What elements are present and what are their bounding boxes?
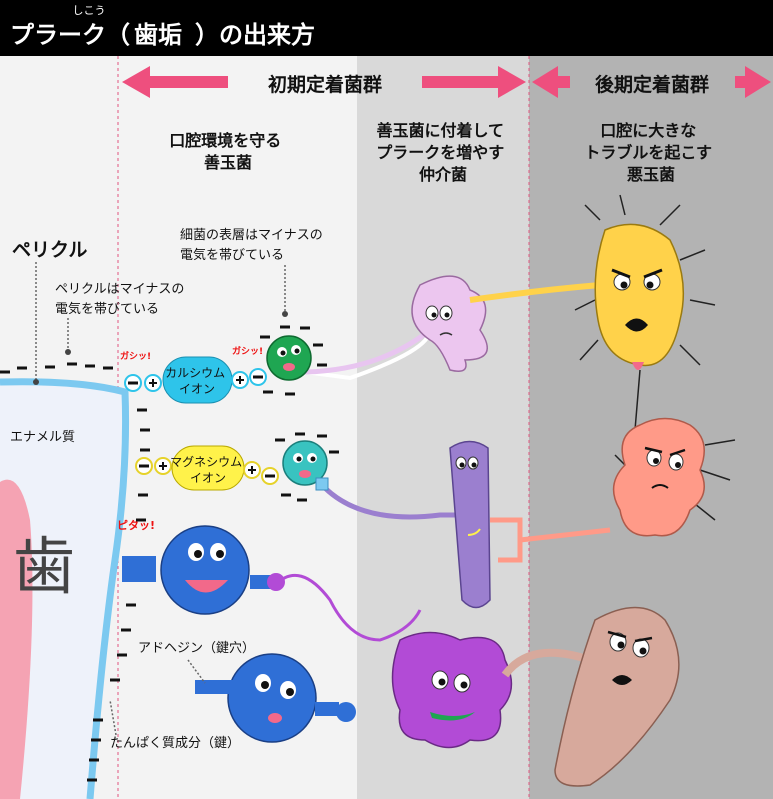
header-bar [0,0,773,56]
pellicle-layer [0,378,130,799]
sfx-gashi-1: ガシッ! [120,350,151,362]
bad-yellow-bacterium [574,194,716,431]
magnesium-ion-label: マグネシウム イオン [170,455,246,485]
adhesin-label: アドヘジン（鍵穴） [138,640,255,656]
tooth-dentin [0,479,33,799]
bad-tan-bacterium [554,606,680,787]
tooth-label: 歯 [13,530,75,603]
pellicle-title: ペリクル [12,239,87,261]
calcium-ion [162,356,233,404]
calcium-ion-label: カルシウム イオン [165,366,229,396]
bacteria-surface-note: 細菌の表層はマイナスの 電気を帯びている [180,228,327,263]
blue-good-bacterium-2 [195,653,356,743]
col1-heading: 口腔環境を守る 善玉菌 [169,131,287,172]
tooth-enamel [0,381,126,799]
calcium-ion-row: カルシウム イオン ガシッ! ガシッ! [120,345,267,404]
magnesium-ion-row: マグネシウム イオン [135,445,279,491]
sfx-pita: ピタッ! [117,519,155,532]
mediator-pink-bacterium [411,275,601,372]
col3-heading: 口腔に大きな トラブルを起こす 悪玉菌 [584,121,717,184]
mediator-purple-bacterium [449,440,611,609]
late-group-arrow [532,66,771,98]
page-title: プラーク（歯垢）の出来方 [10,21,315,49]
late-group-label: 後期定着菌群 [595,73,709,96]
sfx-gashi-2: ガシッ! [232,345,263,357]
teal-good-bacterium [275,432,475,520]
mediator-violet-bacterium [391,631,592,749]
ruby-text: しこう [73,4,106,17]
bad-salmon-bacterium [612,417,736,537]
early-group-label: 初期定着菌群 [268,73,382,96]
protein-label: たんぱく質成分（鍵） [110,735,240,751]
enamel-label: エナメル質 [10,430,75,445]
pellicle-note: ペリクルはマイナスの 電気を帯びている [55,282,189,317]
col2-heading: 善玉菌に付着して プラークを増やす 仲介菌 [376,121,510,184]
blue-good-bacterium-1: ピタッ! [117,519,422,642]
early-group-arrow [122,66,526,98]
